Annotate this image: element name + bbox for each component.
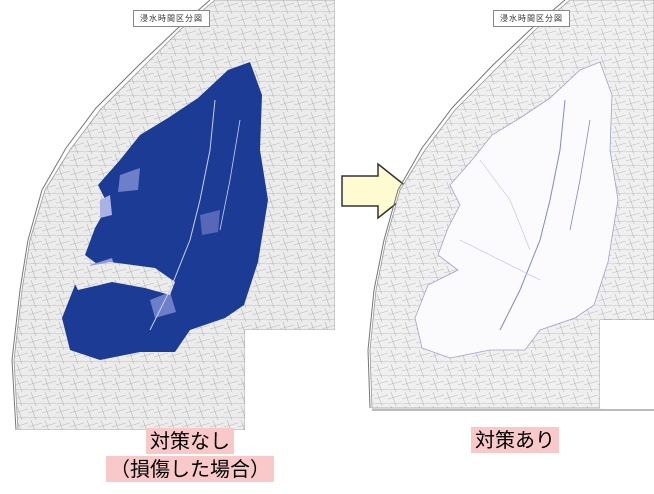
caption-without-countermeasures: 対策なし （損傷した場合） <box>90 428 290 484</box>
caption-right-text: 対策あり <box>471 427 559 453</box>
right-arrow-icon <box>341 162 414 220</box>
map-with-countermeasures <box>360 0 654 420</box>
caption-left-line2: （損傷した場合） <box>106 456 274 482</box>
caption-with-countermeasures: 対策あり <box>445 427 585 453</box>
map-graphic-right <box>367 0 654 411</box>
map-graphic-left <box>11 0 335 430</box>
map-title-left: 浸水時間区分図 <box>133 10 210 27</box>
caption-left-line1: 対策なし <box>146 428 234 454</box>
map-title-right: 浸水時間区分図 <box>493 10 570 27</box>
basin-outline <box>414 61 619 359</box>
flood-area-region <box>62 62 268 360</box>
map-without-countermeasures <box>0 0 335 430</box>
